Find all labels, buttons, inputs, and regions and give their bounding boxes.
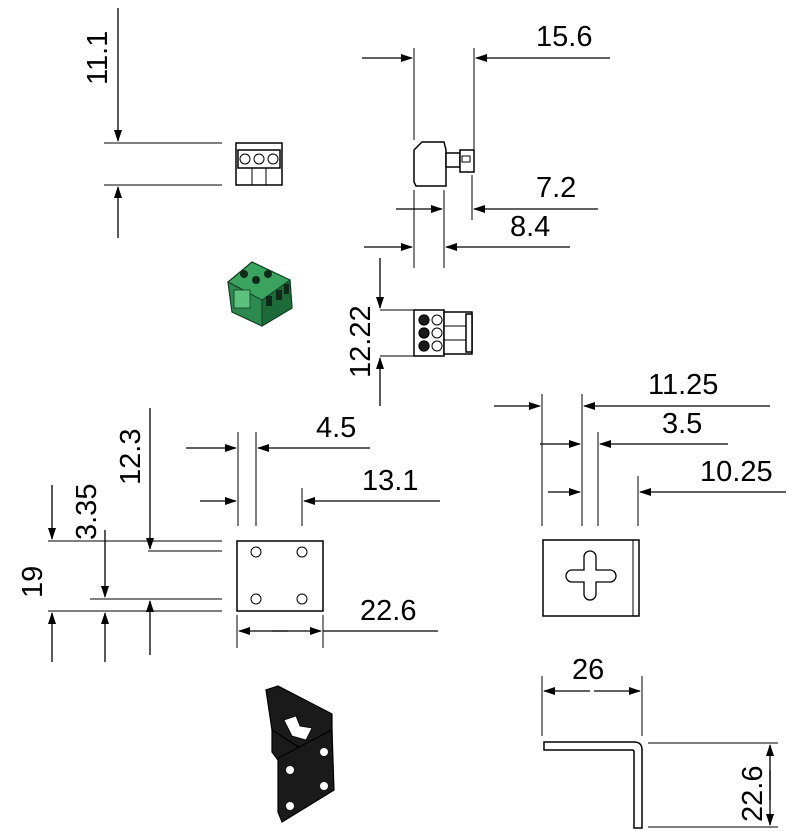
dim-12-3: 12.3 bbox=[115, 429, 147, 485]
bracket-plate-front: 4.5 13.1 12.3 3.35 19 22.6 bbox=[17, 408, 440, 662]
dim-7-2: 7.2 bbox=[536, 172, 576, 204]
cross-slot-icon bbox=[565, 550, 617, 601]
dim-11-1: 11.1 bbox=[82, 31, 114, 85]
dim-4-5: 4.5 bbox=[316, 412, 356, 444]
dim-13-1: 13.1 bbox=[362, 465, 418, 497]
dim-10-25: 10.25 bbox=[700, 456, 773, 488]
black-l-bracket-icon bbox=[265, 685, 335, 823]
dim-22-6-side: 22.6 bbox=[737, 766, 769, 822]
dim-3-35: 3.35 bbox=[71, 484, 103, 540]
bracket-slot-face: 11.25 3.5 10.25 bbox=[494, 369, 786, 617]
dim-11-25: 11.25 bbox=[648, 369, 718, 401]
dim-15-6: 15.6 bbox=[536, 21, 592, 53]
dim-12-22: 12.22 bbox=[345, 305, 377, 378]
dim-8-4: 8.4 bbox=[510, 211, 550, 243]
dim-3-5: 3.5 bbox=[662, 408, 702, 440]
dim-22-6-bracket: 22.6 bbox=[360, 595, 416, 627]
green-terminal-block-icon bbox=[227, 261, 293, 327]
side-view-connector: 15.6 7.2 8.4 bbox=[362, 21, 610, 268]
front-view-connector: 11.1 bbox=[82, 8, 283, 238]
l-bracket-profile: 26 22.6 bbox=[541, 654, 778, 829]
dim-26: 26 bbox=[572, 654, 604, 686]
top-view-connector: 12.22 bbox=[345, 258, 473, 406]
dim-19: 19 bbox=[17, 566, 49, 598]
